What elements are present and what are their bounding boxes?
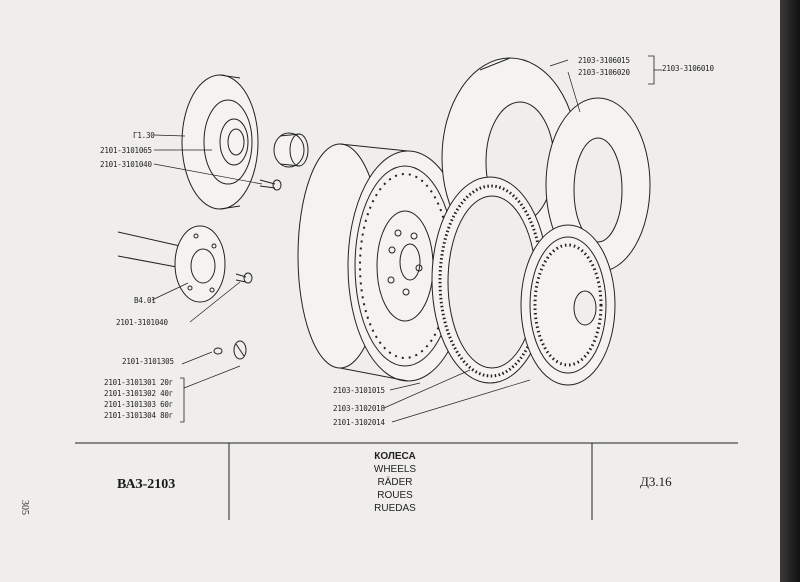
- part-label: 2103-3106010: [662, 64, 714, 73]
- exploded-wheel-diagram: [75, 55, 738, 520]
- balance-weight: [213, 340, 247, 360]
- hub-cap: [273, 132, 309, 168]
- model-title: ВАЗ-2103: [117, 477, 176, 492]
- part-label: 2101-3101305: [122, 357, 174, 366]
- part-label: 2101-3101065: [100, 146, 152, 155]
- part-label: 2101-3101304 80г: [104, 411, 174, 420]
- trim-ring: [431, 176, 549, 384]
- part-label: Г1.30: [133, 131, 155, 140]
- section-name-es: RUEDAS: [374, 503, 416, 514]
- part-label: 2101-3101301 20г: [104, 378, 174, 387]
- hub-cover: [520, 224, 616, 386]
- part-label: 2103-3106015: [578, 56, 630, 65]
- footer-table-lines: [75, 442, 738, 520]
- part-label: 2101-3102014: [333, 418, 385, 427]
- section-code: Д3.16: [640, 474, 672, 489]
- part-label: 2101-3101302 40г: [104, 389, 174, 398]
- leader-lines: [151, 59, 581, 423]
- part-label: 2103-3101015: [333, 386, 385, 395]
- part-label: 2101-3101040: [116, 318, 168, 327]
- part-label: 2103-3106020: [578, 68, 630, 77]
- page-number: 305: [19, 500, 30, 515]
- part-label: 2101-3101303 60г: [104, 400, 174, 409]
- brake-drum: [181, 74, 259, 210]
- page-edge-shadow: [780, 0, 800, 582]
- section-name-de: RÄDER: [377, 477, 413, 488]
- wheel-bolt: [259, 179, 282, 191]
- part-label: 2103-3102018: [333, 404, 385, 413]
- part-label: 2101-3101040: [100, 160, 152, 169]
- wheel-rim: [297, 143, 469, 382]
- section-name-en: WHEELS: [373, 464, 417, 475]
- section-name-fr: ROUES: [377, 490, 413, 501]
- catalog-page: Г1.30 2101-3101065 2101-3101040 В4.01 21…: [0, 0, 780, 582]
- hub-bolt: [235, 272, 253, 284]
- section-name-ru: КОЛЕСА: [374, 451, 416, 462]
- part-label: В4.01: [134, 296, 156, 305]
